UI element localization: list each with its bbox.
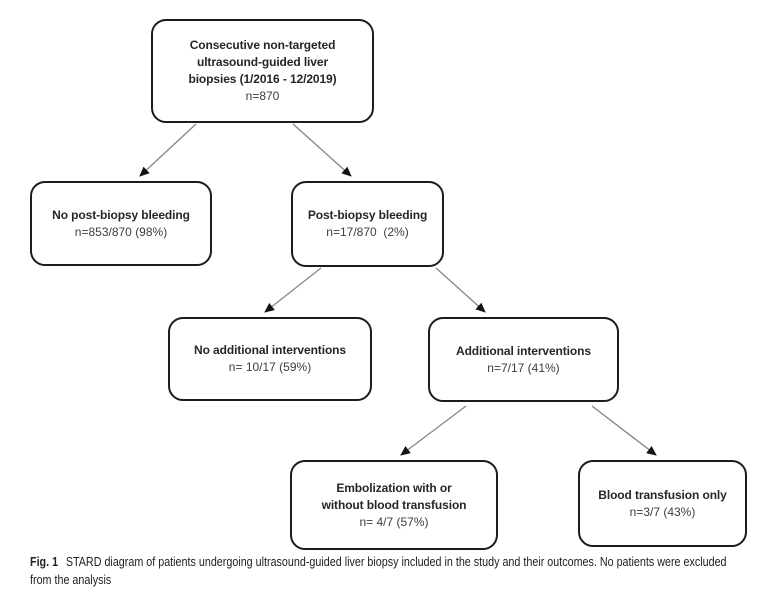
node-title-line: Additional interventions [456, 343, 591, 358]
node-additional-interventions: Additional interventions n=7/17 (41%) [428, 317, 619, 402]
node-count: n=870 [245, 89, 280, 103]
caption-line: Fig. 1 STARD diagram of patients undergoi… [30, 553, 762, 571]
node-title-line: without blood transfusion [321, 497, 467, 512]
node-no-post-biopsy-bleeding: No post-biopsy bleeding n=853/870 (98%) [30, 181, 212, 266]
node-title-line: No additional interventions [194, 343, 346, 357]
node-count: n=3/7 (43%) [629, 504, 696, 519]
node-no-additional-interventions: No additional interventions n= 10/17 (59… [168, 317, 372, 401]
node-title-line: biopsies (1/2016 - 12/2019) [188, 72, 337, 86]
node-consecutive-biopsies: Consecutive non-targeted ultrasound-guid… [151, 19, 374, 123]
node-title-line: Consecutive non-targeted [189, 38, 336, 52]
node-title-line: ultrasound-guided liver [196, 55, 329, 69]
figure-caption: Fig. 1 STARD diagram of patients undergoi… [30, 553, 762, 589]
figure-label: Fig. 1 [30, 555, 59, 569]
node-embolization: Embolization with or without blood trans… [290, 460, 498, 550]
node-title-line: Blood transfusion only [598, 487, 727, 502]
node-count: n=7/17 (41%) [487, 360, 560, 375]
node-title-line: Post-biopsy bleeding [307, 208, 428, 222]
arrow-bleeding-to-interventions [435, 267, 486, 313]
node-title-line: No post-biopsy bleeding [52, 207, 190, 222]
node-title-line: Embolization with or [336, 480, 452, 495]
node-count: n=853/870 (98%) [74, 224, 168, 239]
arrow-top-to-no-bleeding [139, 123, 197, 177]
caption-text: STARD diagram of patients undergoing ult… [65, 555, 727, 569]
arrow-interventions-to-embolization [400, 405, 467, 456]
node-blood-transfusion-only: Blood transfusion only n=3/7 (43%) [578, 460, 747, 547]
node-post-biopsy-bleeding: Post-biopsy bleeding n=17/870 (2%) [291, 181, 444, 267]
arrow-interventions-to-transfusion [591, 405, 657, 456]
node-count: n= 4/7 (57%) [359, 514, 429, 529]
caption-line: from the analysis [30, 573, 112, 587]
node-count: n=17/870 (2%) [326, 225, 409, 239]
node-count: n= 10/17 (59%) [228, 360, 312, 374]
arrow-top-to-bleeding [292, 123, 352, 177]
arrow-bleeding-to-no-interventions [264, 267, 322, 313]
